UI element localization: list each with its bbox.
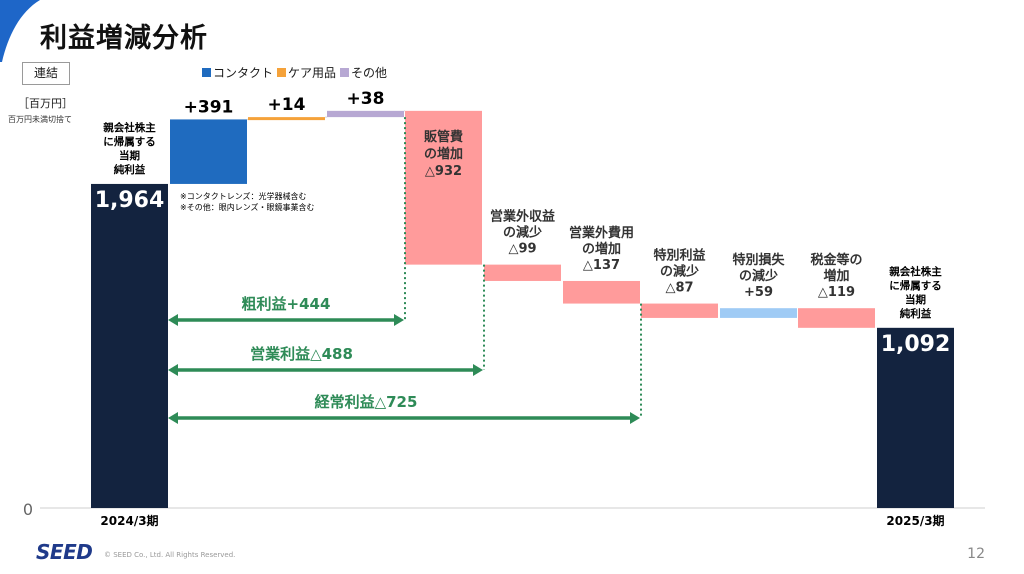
span-arrowhead [168, 364, 178, 376]
bar [484, 264, 561, 281]
bar-label: の増加 [424, 146, 463, 162]
page-number: 12 [967, 546, 985, 562]
bar-label: 親会社株主 [889, 265, 942, 278]
bar-label: 税金等の [810, 252, 862, 268]
bar [720, 308, 797, 318]
span-arrowhead [168, 314, 178, 326]
bar [248, 117, 325, 121]
legend-label: ケア用品 [288, 66, 337, 80]
corner-decoration [0, 0, 40, 62]
unit-label: ［百万円］ [18, 97, 73, 110]
bar-value-label: +14 [268, 95, 306, 115]
bar-label: △99 [508, 242, 536, 257]
bar-value-label: +391 [184, 97, 234, 117]
legend-label: その他 [351, 66, 388, 80]
unit-note: 百万円未満切捨て [8, 115, 72, 124]
bar [91, 183, 168, 508]
y-zero-label: 0 [23, 500, 33, 519]
legend: コンタクト ケア用品 その他 [202, 64, 389, 81]
bar-label: の減少 [503, 225, 542, 241]
legend-label: コンタクト [213, 66, 274, 80]
bar-label: 特別損失 [732, 252, 785, 268]
bar-label: の増加 [582, 241, 621, 257]
bar-label: 営業外費用 [569, 225, 634, 241]
bar-label: 特別利益 [653, 248, 705, 264]
bar-label: の減少 [739, 268, 778, 284]
chart-note: ※その他：眼内レンズ・眼鏡事業含む [180, 202, 315, 212]
span-label: 経常利益△725 [315, 393, 418, 411]
span-arrowhead [473, 364, 483, 376]
bar-label: 純利益 [114, 163, 146, 176]
bar [170, 119, 247, 184]
bar-label: に帰属する [103, 135, 156, 148]
consolidated-badge: 連結 [22, 62, 70, 85]
bar-label: 当期 [905, 293, 926, 306]
bar-label: △137 [583, 258, 620, 273]
bar-label: 営業外収益 [490, 209, 555, 225]
bar-value-label: 1,964 [95, 188, 165, 213]
legend-swatch [277, 68, 287, 77]
bar-label: の減少 [660, 264, 699, 280]
bar-label: 純利益 [900, 307, 932, 320]
bar-label: +59 [744, 285, 773, 300]
bar [563, 280, 640, 304]
page-title: 利益増減分析 [40, 23, 208, 54]
span-arrowhead [168, 412, 178, 424]
span-label: 営業利益△488 [250, 345, 353, 363]
legend-item-other: その他 [340, 64, 387, 81]
bar [641, 303, 718, 318]
x-label: 2025/3期 [886, 513, 944, 528]
bar-label: △119 [818, 285, 855, 300]
legend-item-care: ケア用品 [277, 64, 336, 81]
bar [327, 110, 404, 118]
span-arrowhead [630, 412, 640, 424]
bar-label: △87 [665, 281, 693, 296]
bar-label: △932 [425, 164, 462, 179]
x-label: 2024/3期 [100, 513, 158, 528]
span-label: 粗利益+444 [242, 295, 331, 313]
bar [798, 308, 875, 328]
bar [877, 327, 954, 508]
bar-label: 当期 [119, 149, 140, 162]
legend-swatch [340, 68, 350, 77]
bar-label: 販管費 [424, 129, 463, 145]
bar [405, 110, 482, 265]
bar-value-label: 1,092 [881, 332, 951, 357]
bar-label: 親会社株主 [103, 121, 156, 134]
bar-label: に帰属する [889, 279, 942, 292]
seed-logo: SEED [36, 540, 93, 564]
bar-value-label: +38 [347, 89, 385, 109]
copyright: © SEED Co., Ltd. All Rights Reserved. [104, 551, 236, 559]
chart-note: ※コンタクトレンズ：光学器械含む [180, 191, 307, 201]
span-arrowhead [394, 314, 404, 326]
legend-swatch [202, 68, 211, 77]
bar-label: 増加 [823, 268, 849, 284]
legend-item-contact: コンタクト [202, 64, 273, 81]
